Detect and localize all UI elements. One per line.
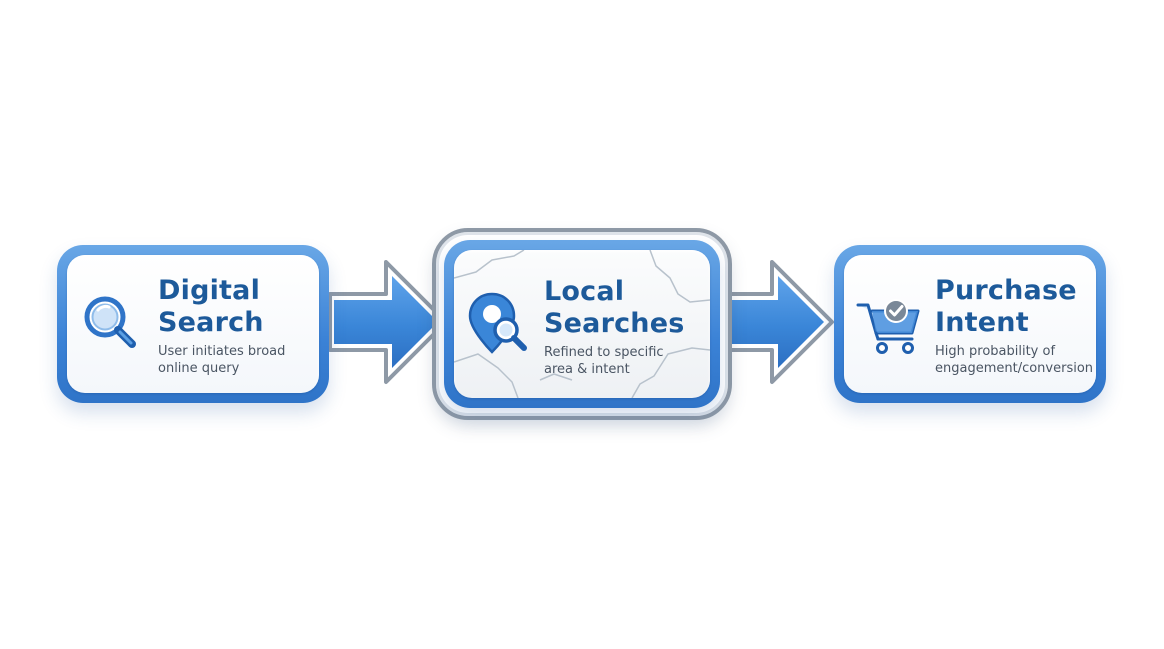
magnifier-icon [84,296,136,348]
step-card-digital-search: Digital Search User initiates broad onli… [57,245,329,403]
shopping-cart-check-icon [856,299,920,354]
step-description: User initiates broad online query [158,344,286,376]
arrow-1 [328,260,448,384]
map-pin-search-icon [468,292,527,354]
step-title: Digital Search [158,275,264,338]
step-title: Local Searches [544,276,685,339]
step-card-local-searches: Local Searches Refined to specific area … [444,240,720,408]
step-title: Purchase Intent [935,275,1077,338]
map-background [454,250,710,398]
step-description: Refined to specific area & intent [544,345,664,377]
step-description: High probability of engagement/conversio… [935,344,1094,376]
step-card-purchase-intent: Purchase Intent High probability of enga… [834,245,1106,403]
arrow-2 [720,260,834,384]
